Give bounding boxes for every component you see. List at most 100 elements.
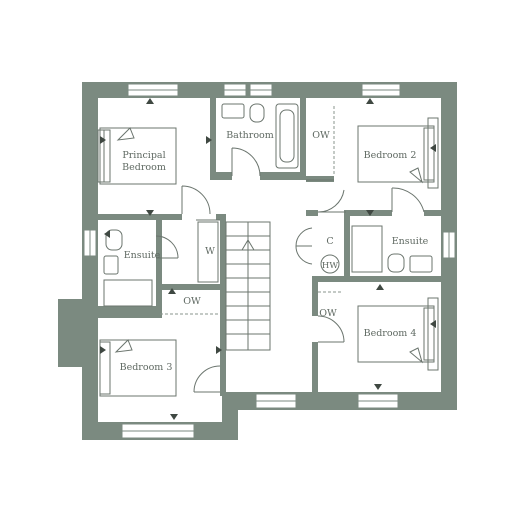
marker-principal-bottom [146,210,154,216]
window-landing [255,393,297,409]
ensuite-left-basin [103,255,119,275]
ensuite-left-wc [105,229,123,251]
window-bedroom3 [121,423,195,439]
label-principal-line2: Bedroom [122,162,166,173]
wardrobe-principal [97,129,105,183]
ensuite-left-shower [103,279,153,307]
windows [83,83,456,439]
door-bathroom-swing [231,147,261,177]
fixtures [103,103,433,307]
wall-bedroom3-top [98,312,162,318]
chimney-breast [58,299,82,367]
bathroom-basin [221,103,245,119]
window-principal [127,83,179,97]
marker-bedroom3-left [100,346,106,354]
label-ensuite-right: Ensuite [392,236,429,247]
wall-bed2-bottom [306,210,318,216]
door-bed2-swing [317,189,346,213]
marker-principal-left [100,136,106,144]
label-ow-top: OW [312,130,330,141]
wall-bathroom-landing-2 [260,172,306,180]
wardrobe-w [197,221,219,283]
door-ensuite-left-swing [155,235,179,259]
wall-wardrobe-right [220,220,226,350]
bed-3 [99,339,177,397]
window-bedroom2 [361,83,401,97]
door-ensuite-right-swing [391,187,425,213]
label-wardrobe: W [205,246,215,257]
wall-bed4-top [312,276,441,282]
door-principal-swing [181,185,211,215]
bathtub [275,103,299,169]
wall-bed2-bottom-3 [424,210,441,216]
marker-bed2-right [430,144,436,152]
wall-bathroom-landing [216,172,232,180]
door-cupboard-b [295,245,313,265]
wall-cupboard-right [344,216,350,276]
marker-ow-mid [168,288,176,294]
wall-bed4-left-lower [312,342,318,392]
wall-bathroom-bed2 [300,98,306,180]
window-ensuite-left [83,229,97,257]
wall-bed4-left [312,276,318,316]
wall-ow-landing [306,176,334,182]
dashed-ow-lines [160,106,342,315]
label-cupboard: C [326,236,333,247]
wall-step [222,392,238,440]
bed-4 [357,305,435,364]
window-bathroom-a [223,83,247,97]
label-bedroom3: Bedroom 3 [120,362,173,373]
window-ensuite-right [442,231,456,259]
hot-water-cylinder [320,254,340,274]
ensuite-right-shower [351,225,383,273]
ensuite-right-basin [409,255,433,273]
wall-principal-bottom [98,214,182,220]
wall-ensuite-right-edge [156,220,162,312]
label-hot-water: HW [322,261,338,271]
wardrobe-bed4-side [427,297,439,371]
window-bedroom4 [357,393,399,409]
label-ow-right: OW [319,308,337,319]
wardrobes [97,117,439,371]
window-bathroom-b [249,83,273,97]
room-labels: Principal Bedroom Bathroom Bedroom 2 Ens… [120,130,429,373]
wall-left-upper [82,82,98,290]
label-bedroom4: Bedroom 4 [364,328,417,339]
marker-principal-top [146,98,154,104]
marker-bedroom3-right [216,346,222,354]
marker-bed2-top [366,98,374,104]
beds [99,125,435,397]
wall-ow-mid-top [162,284,220,290]
label-ensuite-left: Ensuite [124,250,161,261]
wardrobe-bed2-side [427,117,439,189]
marker-bed4-bottom [374,384,382,390]
marker-ensuite-left [104,230,110,238]
door-cupboard-a [295,227,313,247]
bed-2 [357,125,435,184]
label-bathroom: Bathroom [226,130,274,141]
wall-principal-bathroom [210,98,216,180]
marker-bedroom3-bottom [170,414,178,420]
marker-bed2-bottom [366,210,374,216]
wall-left-lower [82,290,98,440]
bathroom-wc [249,103,265,123]
wall-ensuite-bottom [98,306,162,312]
bathtub-inner [279,109,295,163]
staircase [225,221,271,351]
door-bedroom4-swing [317,315,345,343]
stair-direction-line [241,239,255,340]
door-bedroom3-swing [193,365,221,393]
marker-principal-right [206,136,212,144]
marker-ensuite-right [376,284,384,290]
bed-principal [99,127,177,185]
label-bedroom2: Bedroom 2 [364,150,417,161]
doors [155,147,425,393]
wall-principal-bottom-2 [216,214,226,220]
label-principal-line1: Principal [122,150,165,161]
markers [100,98,436,420]
marker-bed4-right [430,320,436,328]
ensuite-right-wc [387,253,405,273]
label-ow-mid: OW [183,296,201,307]
wall-bedroom3-right [220,350,226,396]
